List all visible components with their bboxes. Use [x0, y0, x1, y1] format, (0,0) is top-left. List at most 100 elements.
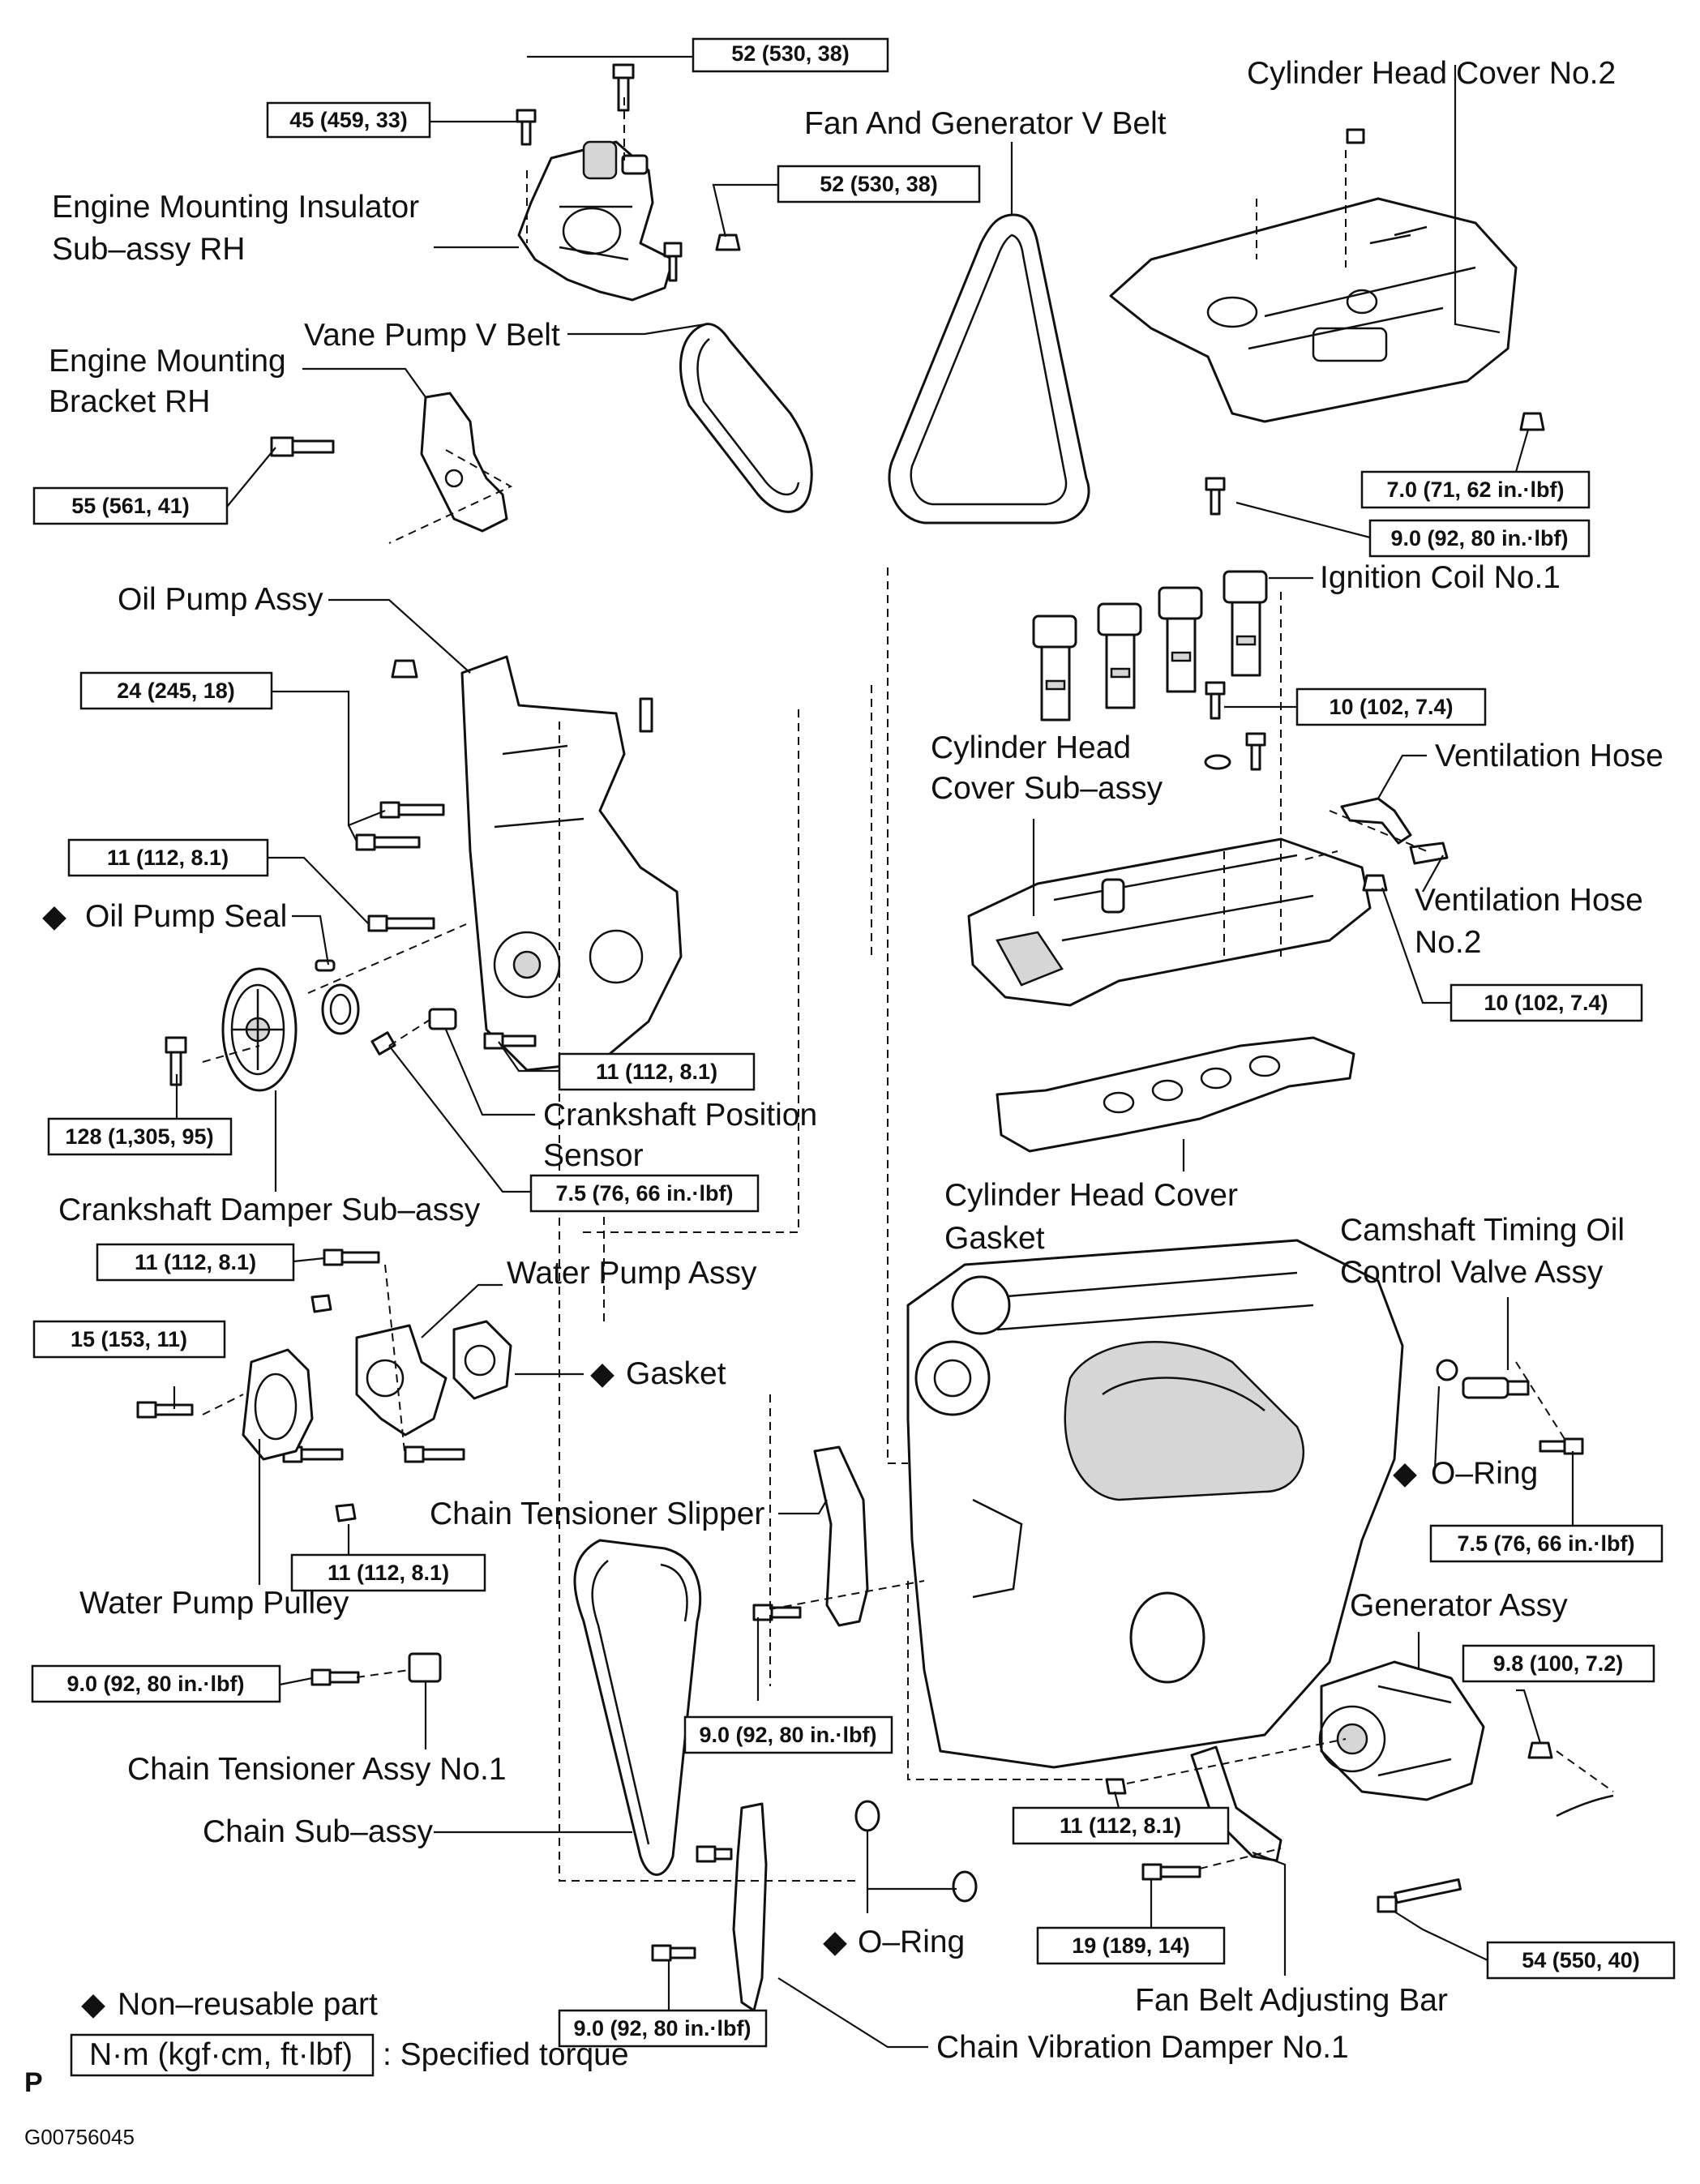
- torque-box: 15 (153, 11): [32, 1320, 226, 1359]
- label-chain-tensioner-assy: Chain Tensioner Assy No.1: [127, 1752, 507, 1787]
- label-cylinder-head-cover-subassy-line2: Cover Sub–assy: [931, 771, 1163, 806]
- label-crankshaft-damper: Crankshaft Damper Sub–assy: [58, 1193, 481, 1227]
- ventilation-hose-drawing: [1340, 797, 1449, 865]
- label-oil-pump-seal: Oil Pump Seal: [85, 899, 287, 934]
- torque-value: 128 (1,305, 95): [65, 1124, 213, 1149]
- torque-box: 11 (112, 8.1): [558, 1052, 756, 1091]
- torque-box: 52 (530, 38): [777, 165, 981, 203]
- label-cylinder-head-cover-no2: Cylinder Head Cover No.2: [1247, 56, 1616, 91]
- label-o-ring-bottom: O–Ring: [858, 1925, 965, 1959]
- torque-box: 10 (102, 7.4): [1449, 983, 1643, 1022]
- torque-value: 7.5 (76, 66 in.·lbf): [555, 1181, 733, 1205]
- torque-box: 52 (530, 38): [692, 37, 889, 73]
- diamond-symbol: ◆: [823, 1925, 847, 1959]
- part-labels: Cylinder Head Cover No.2 Fan And Generat…: [42, 56, 1664, 2065]
- label-engine-mounting-insulator: Engine Mounting Insulator: [52, 190, 419, 225]
- torque-box: 11 (112, 8.1): [67, 838, 269, 877]
- camshaft-timing-valve-drawing: [1436, 1359, 1584, 1455]
- cylinder-head-cover-no2-drawing: [1109, 128, 1545, 431]
- label-camshaft-timing-valve: Camshaft Timing Oil: [1340, 1213, 1625, 1248]
- torque-box: 7.0 (71, 62 in.·lbf): [1360, 470, 1591, 509]
- torque-value: 54 (550, 40): [1522, 1948, 1640, 1972]
- label-cylinder-head-cover-gasket-line2: Gasket: [944, 1221, 1045, 1256]
- torque-value: 11 (112, 8.1): [328, 1561, 449, 1585]
- label-water-pump-assy: Water Pump Assy: [507, 1256, 757, 1291]
- crankshaft-position-sensor-drawing: [370, 1008, 457, 1056]
- assembly-dashed-lines: [202, 97, 1614, 1882]
- torque-value: 9.0 (92, 80 in.·lbf): [66, 1672, 244, 1696]
- generator-assy-drawing: [1318, 1660, 1614, 1818]
- torque-value: 52 (530, 38): [731, 41, 850, 66]
- diamond-symbol: ◆: [1393, 1456, 1417, 1491]
- label-ventilation-hose-no2: Ventilation Hose: [1415, 883, 1643, 918]
- torque-box: 7.5 (76, 66 in.·lbf): [529, 1174, 760, 1213]
- legend-unit-box: N·m (kgf·cm, ft·lbf): [89, 2037, 353, 2072]
- torque-value: 9.0 (92, 80 in.·lbf): [699, 1723, 876, 1747]
- label-crankshaft-position-sensor-line2: Sensor: [543, 1138, 644, 1173]
- oil-pump-assy-drawing: [355, 655, 683, 1072]
- label-cylinder-head-cover-subassy: Cylinder Head: [931, 730, 1131, 765]
- label-o-ring-right: O–Ring: [1431, 1456, 1538, 1491]
- torque-value: 15 (153, 11): [71, 1327, 187, 1351]
- fan-belt-adjusting-bar-drawing: [1105, 1745, 1462, 1913]
- figure-code: G00756045: [24, 2125, 135, 2149]
- footer: P G00756045: [24, 2067, 135, 2149]
- torque-box: 11 (112, 8.1): [290, 1553, 486, 1592]
- torque-boxes: 52 (530, 38) 45 (459, 33) 52 (530, 38) 5…: [31, 37, 1676, 2048]
- label-cylinder-head-cover-gasket: Cylinder Head Cover: [944, 1178, 1238, 1213]
- torque-box: 10 (102, 7.4): [1295, 687, 1487, 726]
- torque-box: 54 (550, 40): [1486, 1941, 1676, 1980]
- torque-value: 10 (102, 7.4): [1329, 695, 1453, 719]
- torque-box: 55 (561, 41): [32, 486, 229, 525]
- label-chain-tensioner-slipper: Chain Tensioner Slipper: [430, 1497, 764, 1531]
- cylinder-head-cover-subassy-drawing: [967, 681, 1388, 1007]
- torque-box: 9.0 (92, 80 in.·lbf): [1368, 519, 1591, 558]
- insulator-bolts-drawing: [516, 63, 741, 282]
- torque-box: 128 (1,305, 95): [47, 1117, 233, 1156]
- torque-value: 19 (189, 14): [1072, 1933, 1190, 1958]
- chain-vibration-damper-drawing: [651, 1802, 768, 2012]
- diamond-symbol: ◆: [42, 899, 66, 934]
- chain-tensioner-slipper-drawing: [752, 1445, 869, 1627]
- label-water-pump-pulley: Water Pump Pulley: [79, 1586, 349, 1621]
- label-engine-mounting-bracket-line2: Bracket RH: [49, 384, 210, 419]
- diamond-symbol: ◆: [590, 1356, 614, 1391]
- label-engine-mounting-insulator-line2: Sub–assy RH: [52, 232, 245, 267]
- torque-box: 45 (459, 33): [266, 101, 431, 139]
- label-crankshaft-position-sensor: Crankshaft Position: [543, 1098, 817, 1133]
- label-chain-vibration-damper: Chain Vibration Damper No.1: [936, 2030, 1349, 2065]
- torque-value: 9.8 (100, 7.2): [1493, 1651, 1624, 1676]
- label-ignition-coil: Ignition Coil No.1: [1320, 560, 1561, 595]
- water-pump-assy-drawing: [282, 1248, 512, 1522]
- torque-value: 45 (459, 33): [289, 108, 408, 132]
- ignition-coils-drawing: [1032, 477, 1268, 722]
- crankshaft-damper-drawing: [165, 967, 298, 1092]
- torque-box: 7.5 (76, 66 in.·lbf): [1429, 1524, 1664, 1563]
- leader-lines: [173, 55, 1574, 2049]
- water-pump-pulley-drawing: [136, 1348, 314, 1461]
- diamond-symbol: ◆: [81, 1987, 105, 2022]
- torque-box: 19 (189, 14): [1036, 1926, 1226, 1965]
- engine-block-drawing: [906, 1239, 1404, 1769]
- torque-box: 9.0 (92, 80 in.·lbf): [558, 2009, 768, 2048]
- torque-box: 9.0 (92, 80 in.·lbf): [31, 1664, 281, 1703]
- vane-pump-v-belt-drawing: [679, 323, 813, 513]
- legend-non-reusable: Non–reusable part: [118, 1987, 378, 2022]
- label-ventilation-hose-no2-line2: No.2: [1415, 925, 1481, 960]
- torque-value: 52 (530, 38): [820, 172, 938, 196]
- torque-value: 9.0 (92, 80 in.·lbf): [573, 2016, 751, 2041]
- chain-subassy-drawing: [573, 1539, 702, 1876]
- engine-mounting-insulator-drawing: [517, 140, 674, 302]
- torque-box: 9.0 (92, 80 in.·lbf): [683, 1715, 893, 1754]
- torque-value: 10 (102, 7.4): [1484, 991, 1608, 1015]
- label-fan-belt-adjusting-bar: Fan Belt Adjusting Bar: [1135, 1983, 1448, 2018]
- label-chain-subassy: Chain Sub–assy: [203, 1814, 434, 1849]
- p-mark: P: [24, 2067, 43, 2098]
- legend: ◆ Non–reusable part N·m (kgf·cm, ft·lbf)…: [70, 1987, 629, 2077]
- torque-value: 9.0 (92, 80 in.·lbf): [1390, 526, 1568, 550]
- torque-value: 11 (112, 8.1): [596, 1060, 717, 1084]
- torque-box: 24 (245, 18): [79, 671, 273, 710]
- label-camshaft-timing-valve-line2: Control Valve Assy: [1340, 1255, 1604, 1290]
- chain-tensioner-assy-drawing: [310, 1652, 442, 1686]
